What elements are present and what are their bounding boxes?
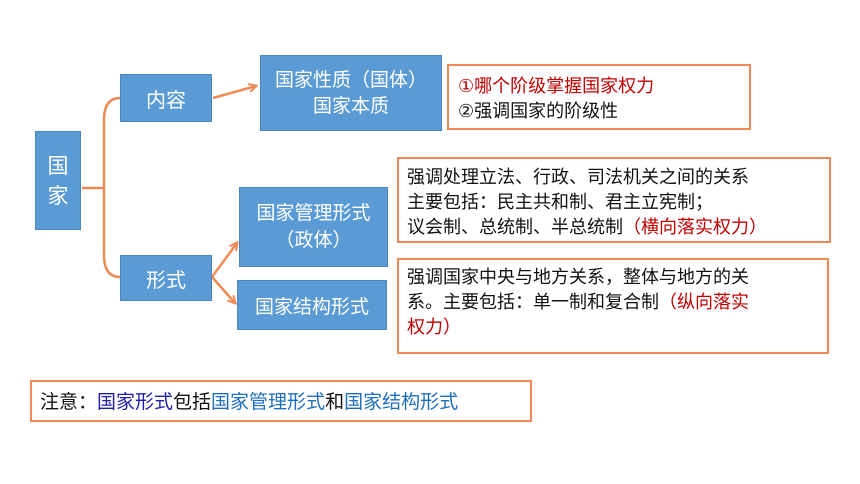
struct-form-label: 国家结构形式 xyxy=(254,295,369,318)
nature-note-box: ①哪个阶级掌握国家权力 ②强调国家的阶级性 xyxy=(447,64,751,130)
root-label-line2: 家 xyxy=(47,183,69,208)
struct-note-line1: 强调国家中央与地方关系，整体与地方的关 xyxy=(407,267,749,288)
nature-line1: 国家性质（国体） xyxy=(274,69,427,91)
root-bracket xyxy=(82,96,121,279)
content-node: 内容 xyxy=(120,74,212,122)
root-node-guojia: 国 家 xyxy=(35,131,81,230)
nature-line2: 国家本质 xyxy=(312,95,389,117)
nature-node: 国家性质（国体） 国家本质 xyxy=(260,55,442,131)
content-label: 内容 xyxy=(146,87,186,112)
govt-note-line1: 强调处理立法、行政、司法机关之间的关系 xyxy=(407,167,749,188)
footer-term-guojia-xingshi: 国家形式 xyxy=(97,391,174,413)
govt-form-node: 国家管理形式 （政体） xyxy=(239,187,388,267)
footer-mid2: 和 xyxy=(325,391,345,413)
govt-note-highlight: （横向落实权力） xyxy=(623,217,767,238)
form-label: 形式 xyxy=(146,267,186,292)
struct-note-line3: 权力） xyxy=(407,317,461,338)
footer-prefix: 注意： xyxy=(40,391,98,413)
nature-note-line1: ①哪个阶级掌握国家权力 xyxy=(458,76,655,97)
form-node: 形式 xyxy=(120,255,212,301)
footer-note-box: 注意：国家形式包括国家管理形式和国家结构形式 xyxy=(30,380,532,422)
footer-term-guanli: 国家管理形式 xyxy=(211,391,326,413)
govt-note-box: 强调处理立法、行政、司法机关之间的关系 主要包括：民主共和制、君主立宪制； 议会… xyxy=(397,157,831,243)
struct-note-box: 强调国家中央与地方关系，整体与地方的关 系。主要包括：单一制和复合制（纵向落实 … xyxy=(397,258,829,354)
arrow-form-to-govt xyxy=(210,243,237,278)
arrow-form-to-struct xyxy=(211,276,235,303)
nature-note-line2: ②强调国家的阶级性 xyxy=(458,101,619,122)
govt-form-line2: （政体） xyxy=(275,229,352,251)
struct-note-line2-text: 系。主要包括：单一制和复合制 xyxy=(407,292,659,313)
struct-note-highlight: （纵向落实 xyxy=(659,292,749,313)
govt-note-line3: 议会制、总统制、半总统制（横向落实权力） xyxy=(407,215,821,240)
govt-form-line1: 国家管理形式 xyxy=(256,202,371,224)
govt-note-line3-text: 议会制、总统制、半总统制 xyxy=(407,217,623,238)
struct-note-line2: 系。主要包括：单一制和复合制（纵向落实 xyxy=(407,290,819,315)
struct-form-node: 国家结构形式 xyxy=(237,280,387,330)
footer-mid1: 包括 xyxy=(173,391,212,413)
footer-term-jiegou: 国家结构形式 xyxy=(344,391,459,413)
govt-note-line2: 主要包括：民主共和制、君主立宪制； xyxy=(407,192,713,213)
arrow-content-to-nature xyxy=(212,86,256,100)
root-label-line1: 国 xyxy=(47,153,69,178)
